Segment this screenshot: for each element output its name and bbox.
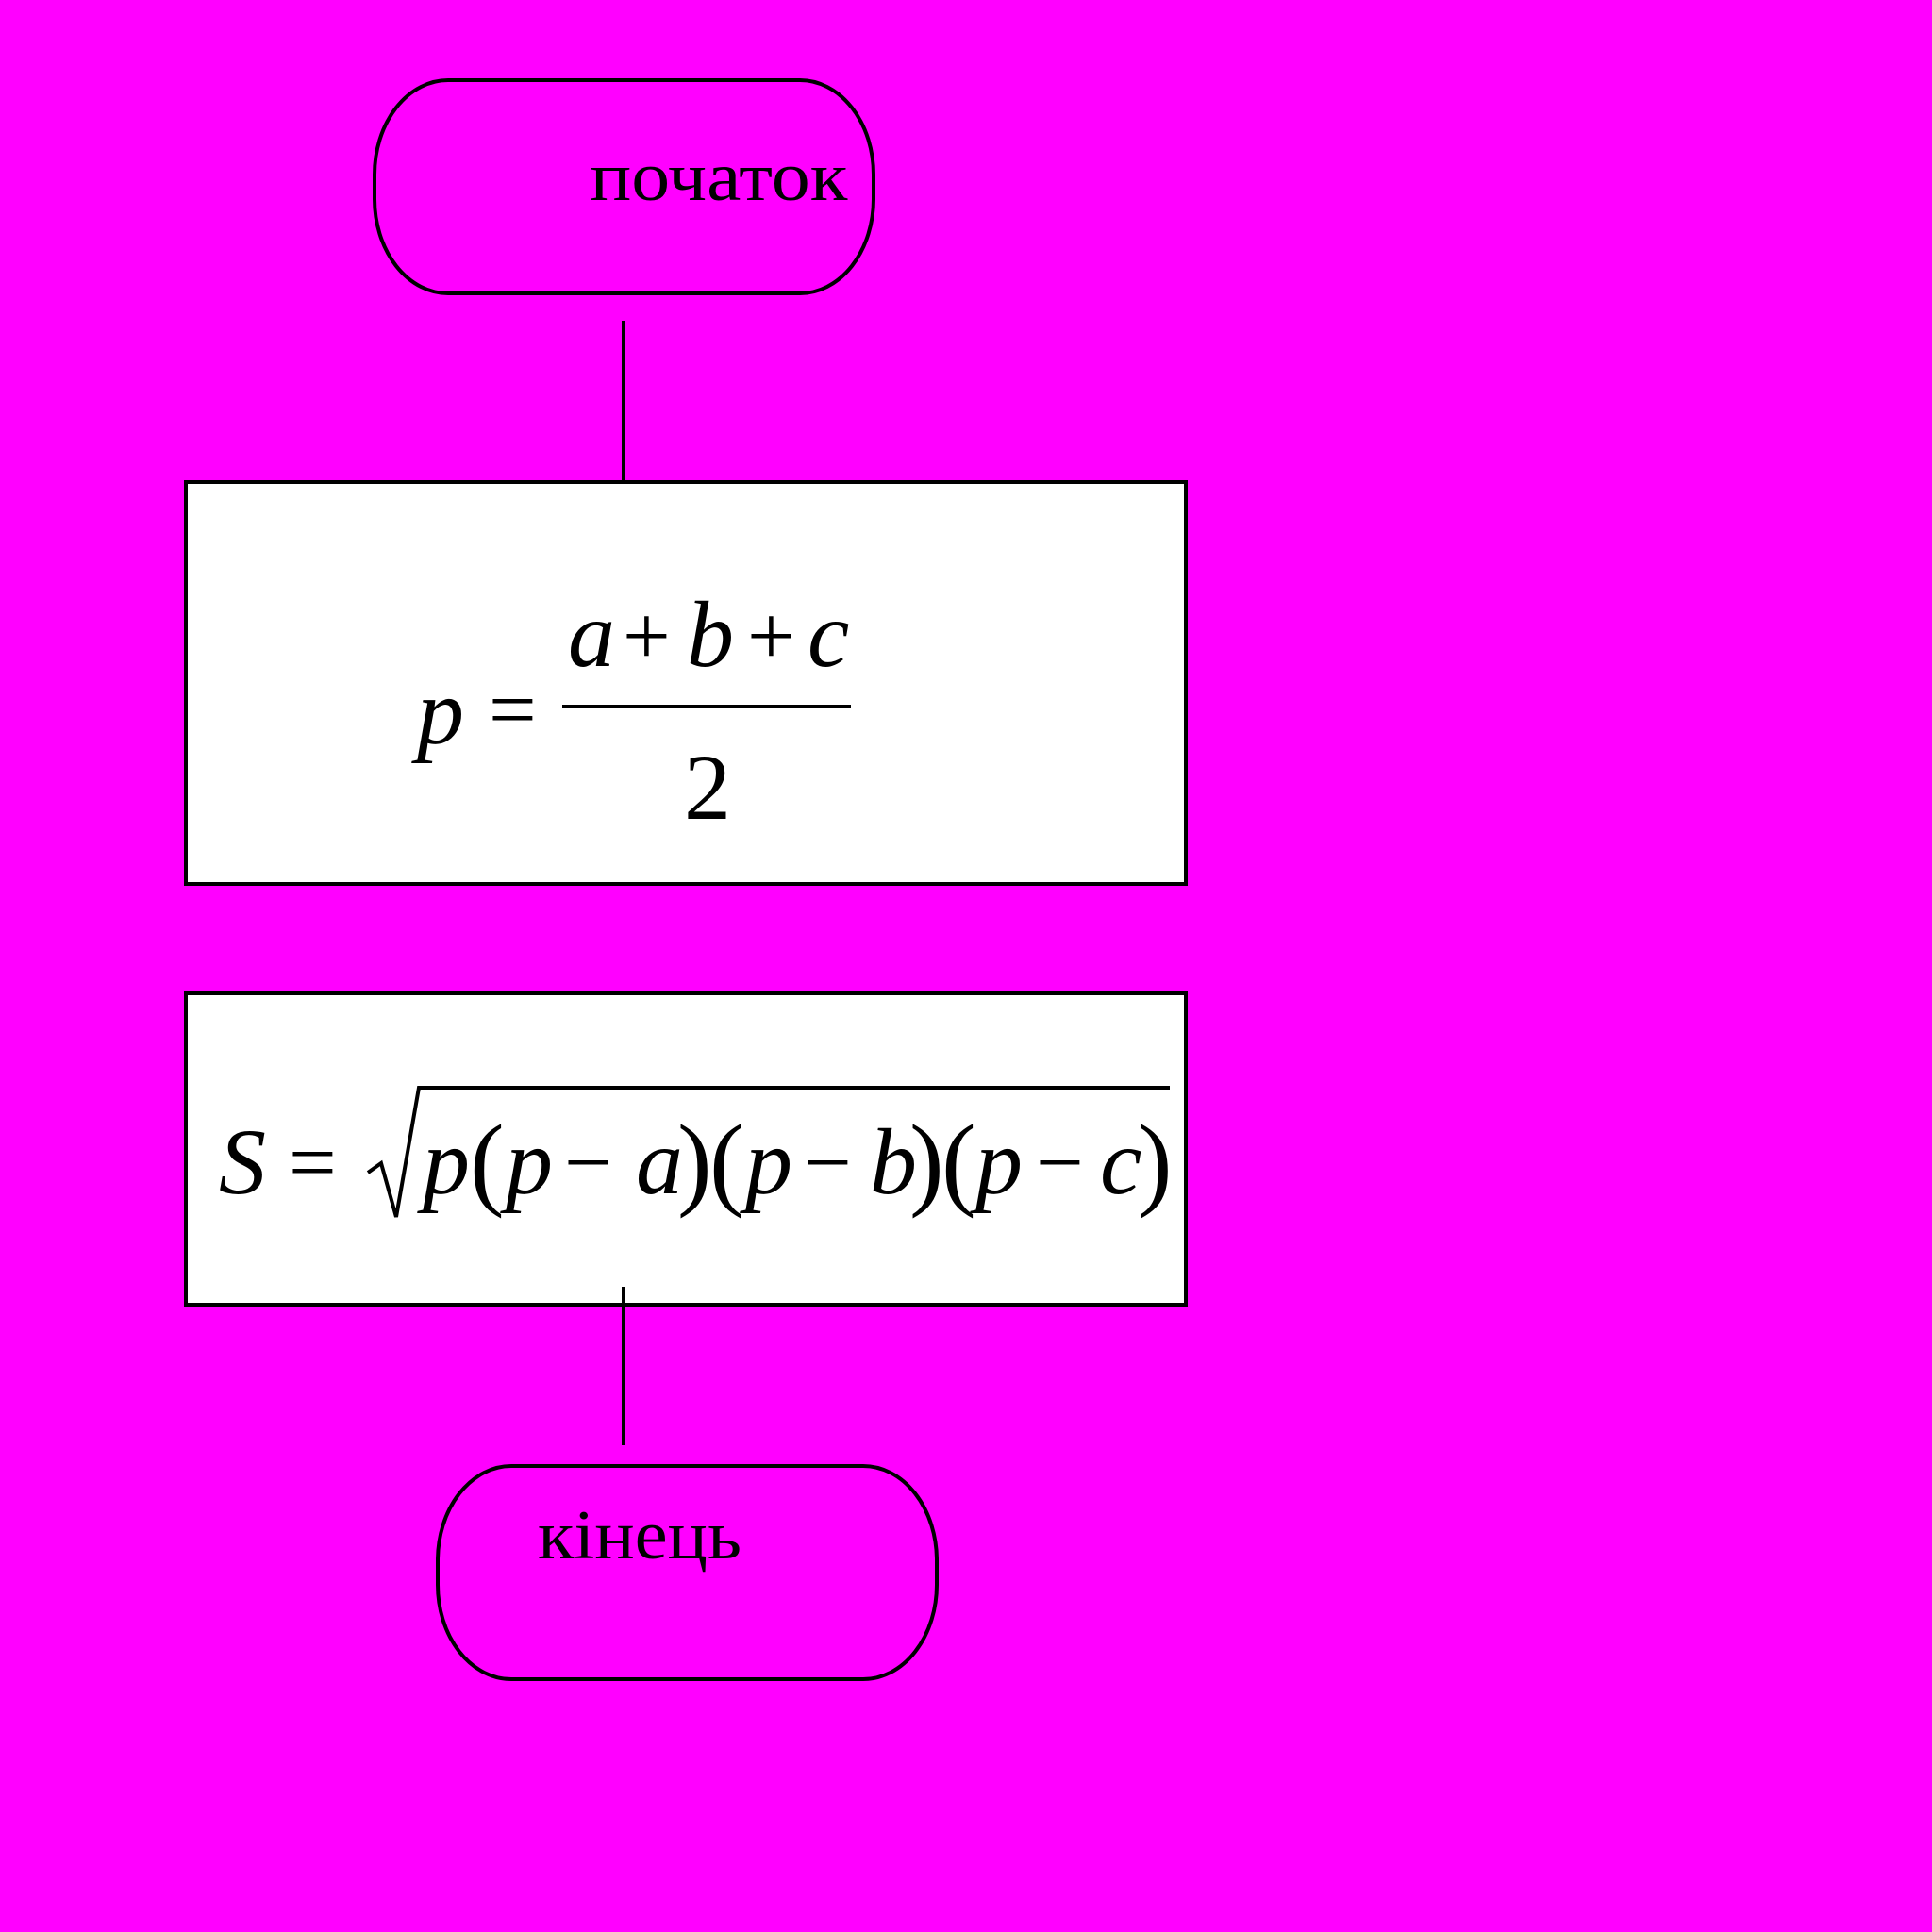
formula2-p-1: p [500,1109,553,1214]
formula2-minus-3: − [1036,1116,1084,1209]
process-box-area [184,991,1188,1307]
formula1-numerator-a: a [568,582,615,687]
formula2-minus-2: − [804,1116,852,1209]
formula2-p-2: p [740,1109,792,1214]
start-terminal [373,78,875,295]
formula1-numerator-plus2: + [747,590,795,683]
formula1-lhs-p: p [411,659,464,764]
formula2-a: a [636,1109,683,1214]
formula-semi-perimeter: p = a + b + c 2 [411,582,851,840]
formula2-lhs-S: S [219,1109,266,1214]
formula1-equals: = [489,663,537,757]
formula-heron-area: S = p ( p − a ) ( p − b ) ( p − c ) [219,1086,1173,1219]
formula2-minus-1: − [564,1116,612,1209]
formula2-open-paren-2: ( [709,1104,744,1219]
square-root-sign [366,1086,1170,1218]
formula2-p-3: p [970,1109,1023,1214]
formula2-c: c [1100,1109,1141,1214]
formula2-close-paren-3: ) [1138,1104,1173,1219]
formula2-b: b [870,1109,917,1214]
formula2-open-paren-1: ( [470,1104,505,1219]
formula1-numerator-plus1: + [623,590,671,683]
formula1-numerator-c: c [808,582,849,687]
start-label: початок [591,139,849,216]
formula2-close-paren-2: ) [909,1104,944,1219]
end-terminal [436,1464,939,1681]
formula2-equals: = [289,1116,337,1209]
formula1-numerator-b: b [687,582,734,687]
formula2-open-paren-3: ( [941,1104,976,1219]
process-box-semi-perimeter [184,480,1188,886]
end-label: кінець [538,1497,741,1574]
formula2-term-p: p [417,1109,470,1214]
formula2-close-paren-1: ) [677,1104,712,1219]
formula1-denominator: 2 [684,735,731,840]
